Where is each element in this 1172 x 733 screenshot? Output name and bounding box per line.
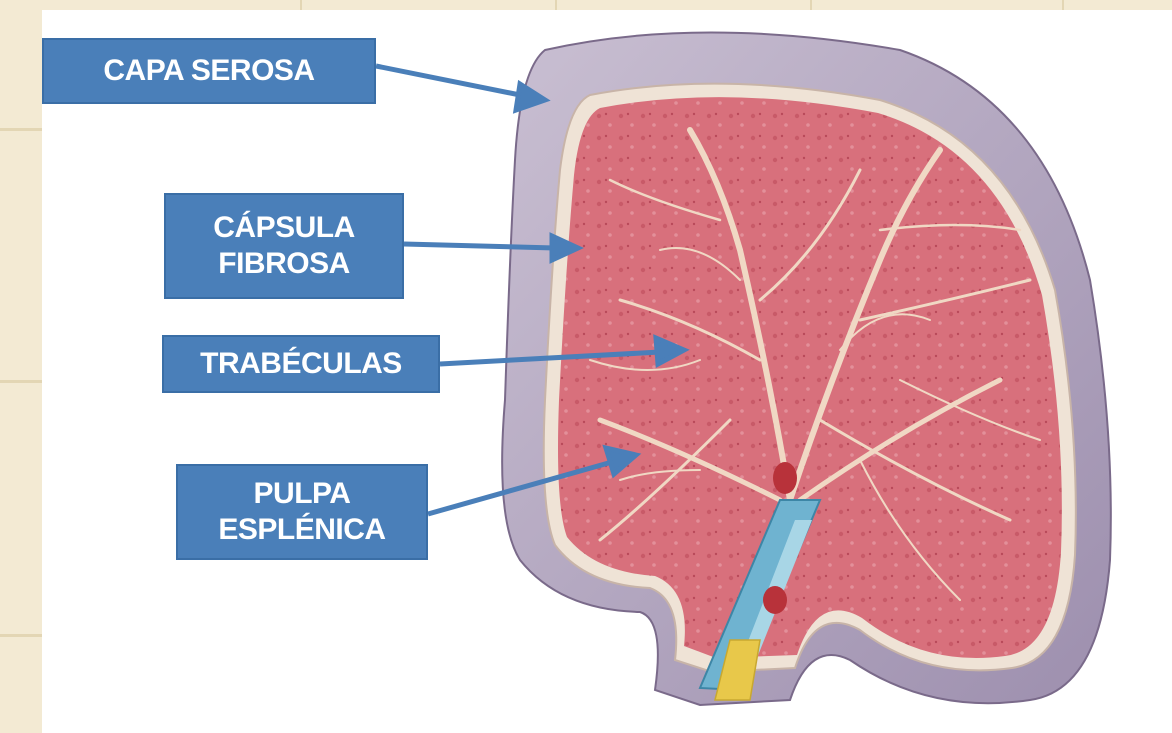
label-trabeculas: TRABÉCULAS [162,335,440,393]
label-pulpa-esplenica: PULPA ESPLÉNICA [176,464,428,560]
label-pulpa-esplenica-line1: PULPA [254,476,351,512]
label-capa-serosa: CAPA SEROSA [42,38,376,104]
label-pulpa-esplenica-line2: ESPLÉNICA [218,512,385,548]
label-trabeculas-text: TRABÉCULAS [200,346,402,382]
label-capa-serosa-text: CAPA SEROSA [103,53,314,89]
label-capsula-fibrosa-line1: CÁPSULA [213,210,355,246]
label-capsula-fibrosa-line2: FIBROSA [218,246,350,282]
label-capsula-fibrosa: CÁPSULA FIBROSA [164,193,404,299]
